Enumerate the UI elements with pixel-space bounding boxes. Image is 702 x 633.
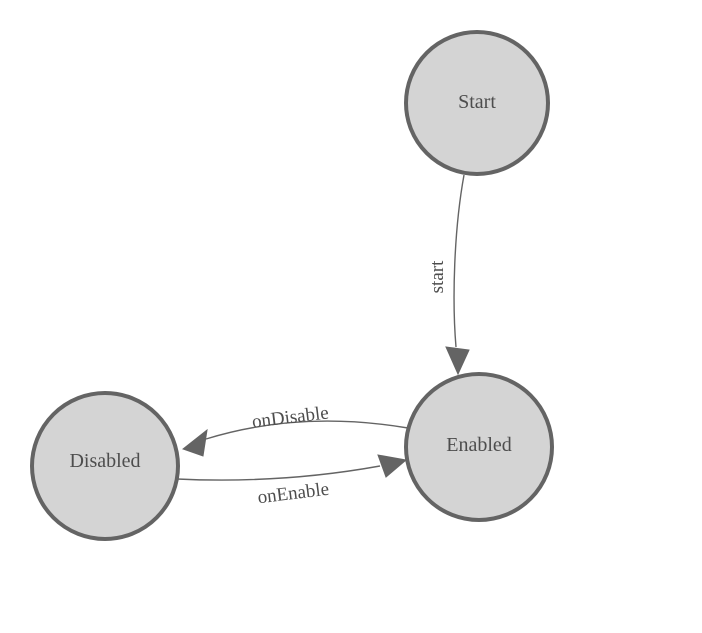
edge-ondisable-arrowhead-icon xyxy=(181,428,208,457)
node-disabled: Disabled xyxy=(30,391,180,541)
node-disabled-circle xyxy=(30,391,180,541)
node-enabled-label: Enabled xyxy=(446,434,512,456)
node-start: Start xyxy=(404,30,550,176)
node-start-label: Start xyxy=(458,91,496,113)
node-enabled: Enabled xyxy=(404,372,554,522)
edge-ondisable-line xyxy=(205,420,409,440)
edge-label-ondisable: onDisable xyxy=(251,402,330,432)
edge-label-start: start xyxy=(427,260,448,293)
edge-start-to-enabled: start xyxy=(427,174,470,376)
edge-enabled-to-disabled: onDisable xyxy=(181,402,409,457)
node-enabled-circle xyxy=(404,372,554,522)
edge-start-line xyxy=(453,174,465,348)
edge-onenable-line xyxy=(176,465,381,481)
edge-disabled-to-enabled: onEnable xyxy=(176,454,408,509)
edge-onenable-arrowhead-icon xyxy=(377,454,408,478)
edge-start-arrowhead-icon xyxy=(445,346,470,376)
edge-label-onenable: onEnable xyxy=(256,479,330,509)
node-start-circle xyxy=(404,30,550,176)
node-disabled-label: Disabled xyxy=(69,450,140,472)
